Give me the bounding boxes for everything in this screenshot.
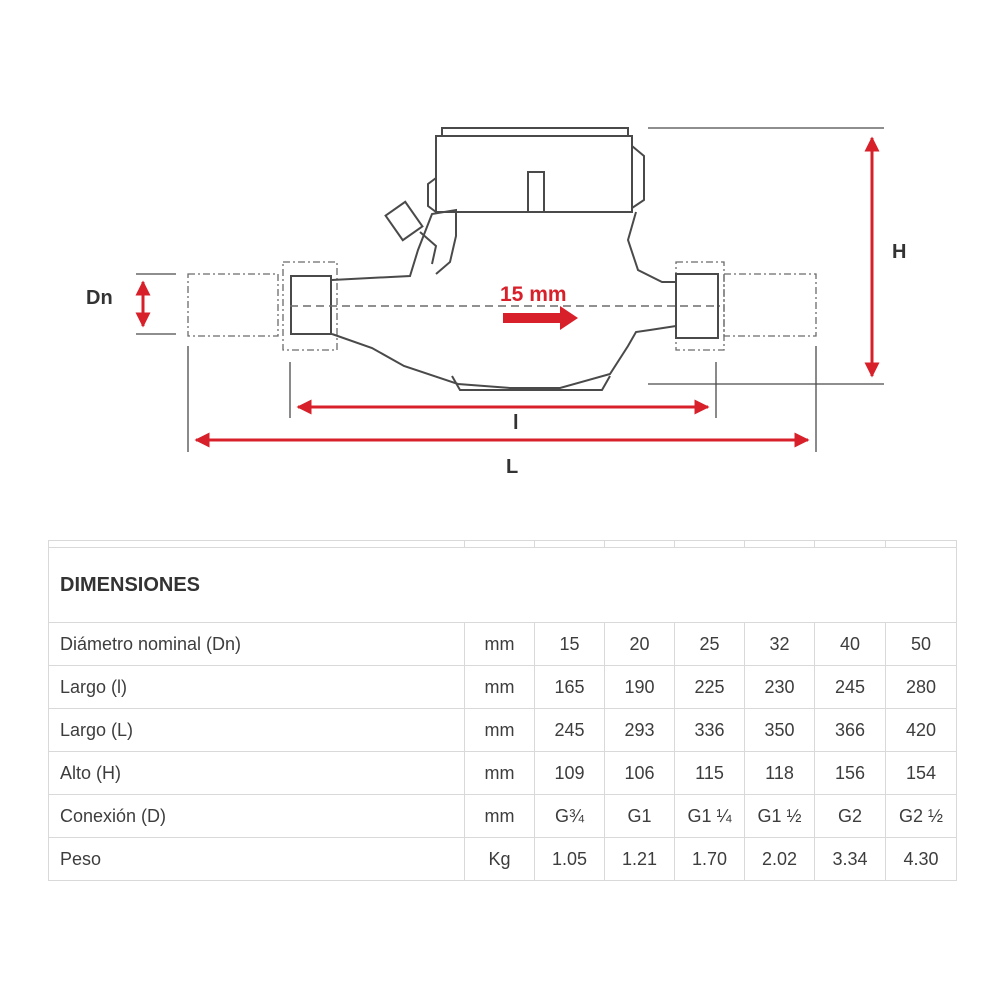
- table-cell: 115: [674, 751, 745, 795]
- table-cell: 15: [534, 622, 605, 666]
- row-label: Alto (H): [48, 751, 465, 795]
- row-unit: mm: [464, 751, 535, 795]
- table-cell: G1: [604, 794, 675, 838]
- row-unit: mm: [464, 622, 535, 666]
- row-label: Conexión (D): [48, 794, 465, 838]
- meter-body: [290, 127, 719, 391]
- pipe-outline-left: [187, 261, 338, 351]
- row-label: Peso: [48, 837, 465, 881]
- row-unit: Kg: [464, 837, 535, 881]
- row-label: Largo (L): [48, 708, 465, 752]
- table-cell: G2: [814, 794, 886, 838]
- row-unit: mm: [464, 794, 535, 838]
- row-label: Largo (l): [48, 665, 465, 709]
- table-cell: 280: [885, 665, 957, 709]
- table-cell: 106: [604, 751, 675, 795]
- flow-arrow: [503, 306, 578, 330]
- table-cell: 156: [814, 751, 886, 795]
- table-cell: 293: [604, 708, 675, 752]
- table-cell: 230: [744, 665, 815, 709]
- table-cell: 4.30: [885, 837, 957, 881]
- table-cell: 165: [534, 665, 605, 709]
- row-unit: mm: [464, 708, 535, 752]
- table-cell: 245: [534, 708, 605, 752]
- table-cell: G1 ¼: [674, 794, 745, 838]
- l-big-label: L: [506, 456, 519, 478]
- table-cell: 109: [534, 751, 605, 795]
- table-title: DIMENSIONES: [60, 573, 201, 596]
- flow-label: 15 mm: [500, 283, 567, 306]
- table-cell: 225: [674, 665, 745, 709]
- table-cell: 154: [885, 751, 957, 795]
- table-cell: 350: [744, 708, 815, 752]
- table-cell: 3.34: [814, 837, 886, 881]
- table-cell: 40: [814, 622, 886, 666]
- row-unit: mm: [464, 665, 535, 709]
- dn-label: Dn: [86, 287, 113, 309]
- table-cell: G2 ½: [885, 794, 957, 838]
- table-cell: 1.21: [604, 837, 675, 881]
- table-cell: 2.02: [744, 837, 815, 881]
- table-cell: G¾: [534, 794, 605, 838]
- table-cell: 336: [674, 708, 745, 752]
- table-cell: 25: [674, 622, 745, 666]
- h-label: H: [892, 241, 907, 263]
- l-small-label: l: [513, 412, 519, 434]
- table-title-row: DIMENSIONES: [48, 547, 957, 623]
- table-cell: 118: [744, 751, 815, 795]
- table-cell: 20: [604, 622, 675, 666]
- table-cell: 32: [744, 622, 815, 666]
- table-cell: 420: [885, 708, 957, 752]
- extension-lines: [136, 127, 884, 452]
- table-cell: 366: [814, 708, 886, 752]
- row-label: Diámetro nominal (Dn): [48, 622, 465, 666]
- table-cell: 190: [604, 665, 675, 709]
- table-cell: 245: [814, 665, 886, 709]
- table-cell: G1 ½: [744, 794, 815, 838]
- table-cell: 1.05: [534, 837, 605, 881]
- table-cell: 1.70: [674, 837, 745, 881]
- table-top-border: [48, 540, 957, 548]
- table-cell: 50: [885, 622, 957, 666]
- water-meter-diagram: [135, 127, 884, 452]
